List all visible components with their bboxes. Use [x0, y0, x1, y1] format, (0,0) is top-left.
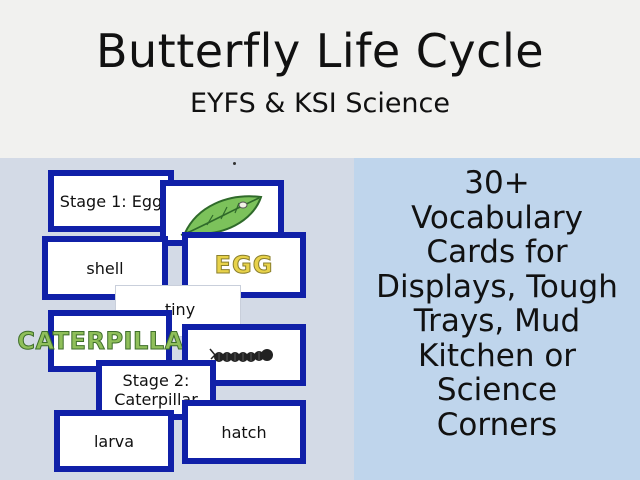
card-stage-1-egg: Stage 1: Egg: [48, 170, 174, 232]
promo-line: Kitchen or: [417, 337, 577, 374]
page-title: Butterfly Life Cycle: [95, 24, 545, 78]
promo-panel: 30+ Vocabulary Cards for Displays, Tough…: [354, 158, 640, 480]
card-larva: larva: [54, 410, 174, 472]
caterpillar-icon: [209, 348, 273, 362]
card-caterpillar-picture: [182, 324, 306, 386]
card-hatch: hatch: [182, 400, 306, 464]
page-subtitle: EYFS & KSI Science: [189, 88, 451, 119]
promo-line: 30+: [464, 165, 530, 201]
card-label: EGG: [214, 250, 274, 279]
promo-line: Cards for: [426, 234, 568, 270]
promo-line: Vocabulary: [411, 199, 583, 236]
card-label: shell: [86, 258, 124, 278]
promo-line: Displays, Tough: [376, 268, 618, 305]
promo-line: Corners: [436, 406, 558, 443]
card-label: hatch: [221, 422, 267, 442]
card-label-line-1: Stage 2:: [122, 371, 190, 390]
card-label: larva: [93, 431, 135, 451]
card-label: CATERPILLAR: [17, 326, 203, 355]
card-label-line-2: Caterpillar: [114, 390, 198, 409]
card-label: Stage 2: Caterpillar: [114, 371, 198, 409]
header: Butterfly Life Cycle EYFS & KSI Science: [0, 0, 640, 158]
promo-text: 30+ Vocabulary Cards for Displays, Tough…: [354, 166, 640, 442]
card-collage: Stage 1: Egg shell EGG tiny CATERPILLAR: [0, 158, 354, 480]
card-shell: shell: [42, 236, 168, 300]
card-label: tiny: [164, 299, 196, 319]
promo-line: Science: [436, 372, 558, 408]
card-label: Stage 1: Egg: [59, 191, 163, 211]
promo-line: Trays, Mud: [413, 303, 581, 339]
speck: [233, 162, 236, 165]
